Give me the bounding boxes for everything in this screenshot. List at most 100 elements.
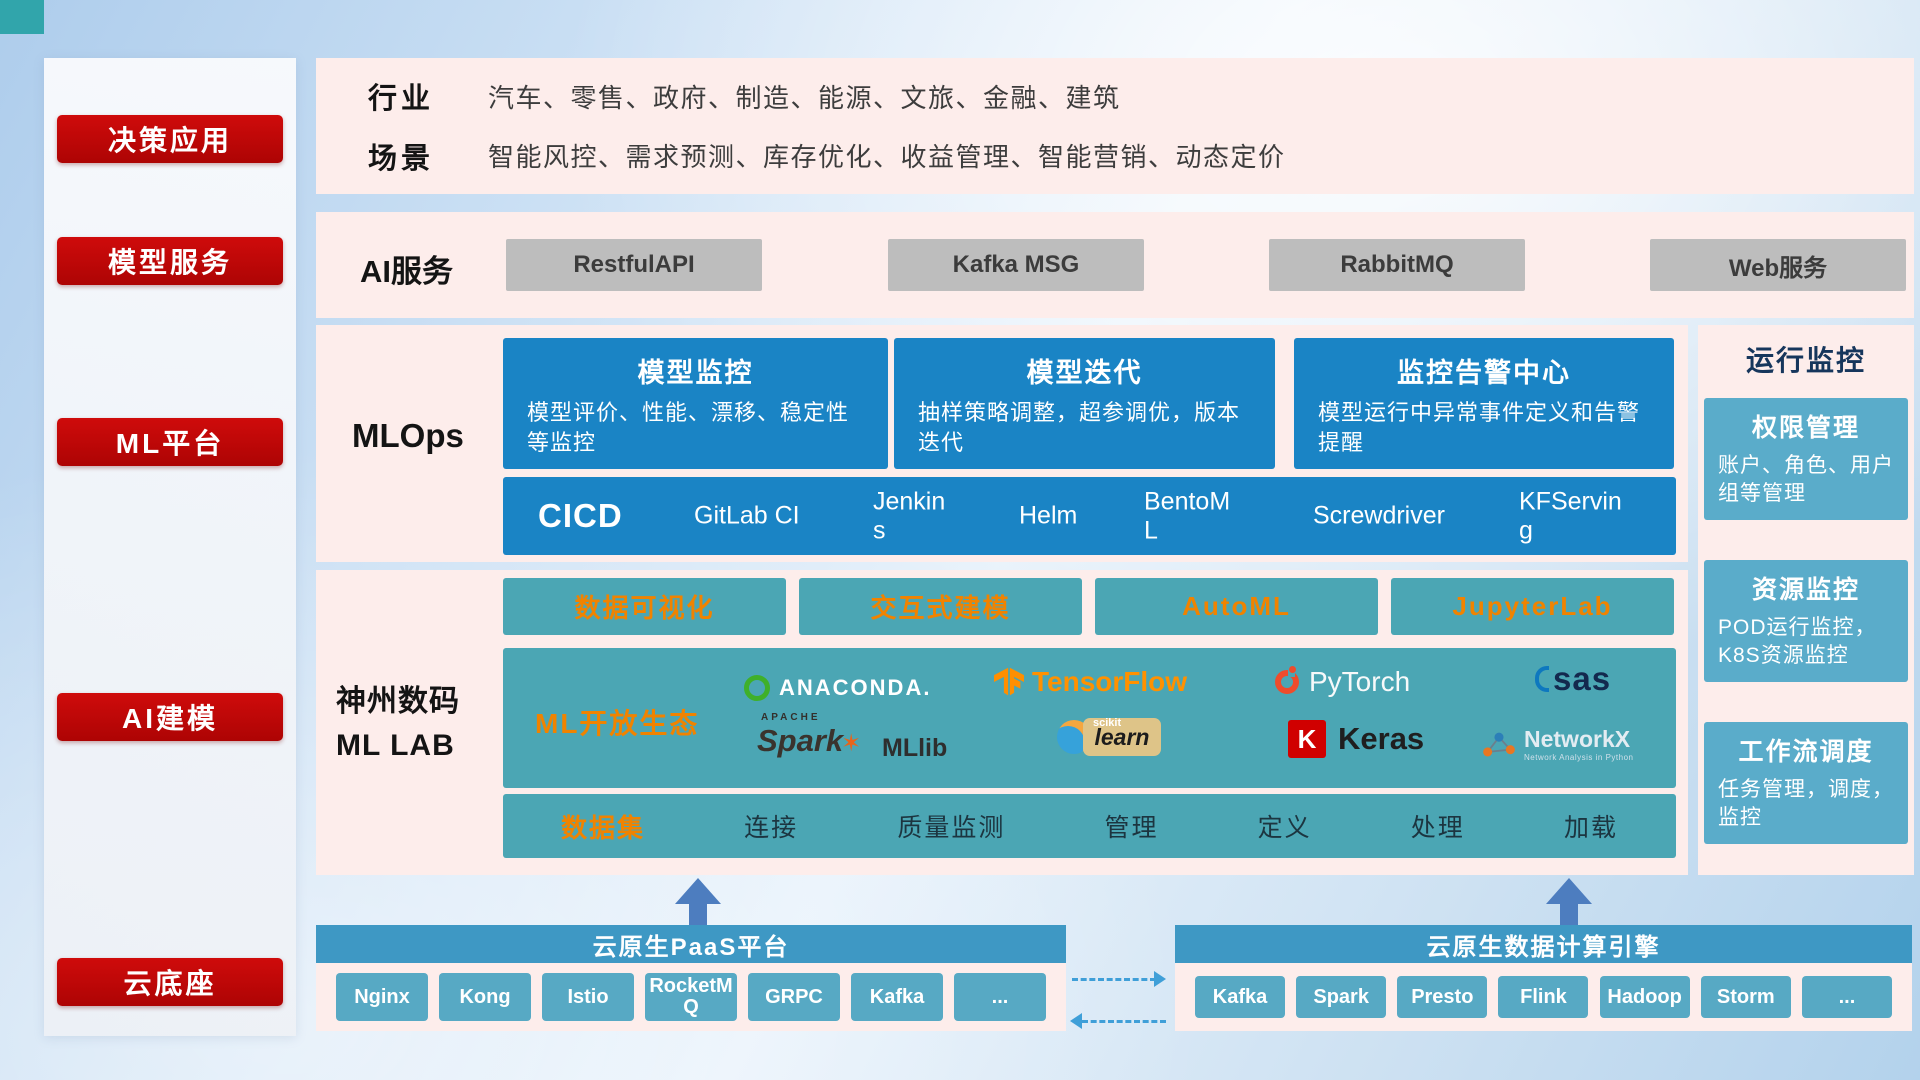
industry-label: 行业 xyxy=(368,83,435,116)
ecosystem-label: ML开放生态 xyxy=(535,708,700,739)
card-desc: 账户、角色、用户组等管理 xyxy=(1718,454,1894,506)
spark-logo: APACHE Spark ✶ xyxy=(757,712,861,759)
engine-chip-more: ... xyxy=(1801,976,1892,1018)
pytorch-logo: PyTorch xyxy=(1275,666,1410,698)
industry-scenario-panel: 行业 汽车、零售、政府、制造、能源、文旅、金融、建筑 场景 智能风控、需求预测、… xyxy=(316,58,1914,194)
category-model-service: 模型服务 xyxy=(57,237,283,285)
anaconda-wordmark: ANACONDA. xyxy=(779,675,932,700)
paas-chip-istio: Istio xyxy=(542,973,634,1021)
card-desc: 模型运行中异常事件定义和告警提醒 xyxy=(1318,400,1641,455)
engine-chip-hadoop: Hadoop xyxy=(1599,976,1690,1018)
learn-text: learn xyxy=(1094,723,1150,750)
tensorflow-logo: TensorFlow xyxy=(994,666,1187,698)
engine-chip-spark: Spark xyxy=(1296,976,1387,1018)
scenario-label: 场景 xyxy=(368,142,435,175)
kafka-msg-button: Kafka MSG xyxy=(888,239,1144,291)
engine-chip-kafka: Kafka xyxy=(1195,976,1285,1018)
spark-wordmark: Spark ✶ xyxy=(757,723,861,758)
cicd-item-helm: Helm xyxy=(1019,501,1078,530)
ml-lab-label-line1: 神州数码 xyxy=(336,685,460,718)
paas-chip-nginx: Nginx xyxy=(336,973,428,1021)
card-title: 权限管理 xyxy=(1751,414,1860,442)
category-decision-application: 决策应用 xyxy=(57,115,283,163)
networkx-icon xyxy=(1483,732,1515,757)
networkx-wordmark: NetworkX xyxy=(1524,726,1631,752)
workflow-scheduling-card: 工作流调度 任务管理，调度，监控 xyxy=(1704,722,1908,844)
dataset-pipeline-bar: 数据集 连接 质量监测 管理 定义 处理 加载 xyxy=(503,794,1676,858)
scikit-learn-badge: scikit learn xyxy=(1083,717,1161,756)
pytorch-icon xyxy=(1275,666,1299,694)
left-category-rail: 决策应用 模型服务 ML平台 AI建模 云底座 xyxy=(44,58,296,1036)
cicd-item-screwdriver: Screwdriver xyxy=(1313,501,1445,530)
mllib-wordmark: MLlib xyxy=(882,734,948,762)
tensorflow-wordmark: TensorFlow xyxy=(1032,666,1188,697)
arrow-head-left-icon xyxy=(1070,1013,1082,1029)
pipeline-quality: 质量监测 xyxy=(897,814,1006,842)
networkx-logo: NetworkX Network Analysis in Python xyxy=(1482,726,1634,762)
chip-data-visualization: 数据可视化 xyxy=(503,578,786,635)
runtime-monitor-title: 运行监控 xyxy=(1745,345,1866,376)
ml-lab-panel: 神州数码 ML LAB 数据可视化 交互式建模 AutoML JupyterLa… xyxy=(316,570,1688,875)
runtime-monitor-panel: 运行监控 权限管理 账户、角色、用户组等管理 资源监控 POD运行监控，K8S资… xyxy=(1698,325,1914,875)
pipeline-load: 加载 xyxy=(1563,814,1618,842)
engine-chip-storm: Storm xyxy=(1700,976,1791,1018)
alert-center-card: 监控告警中心 模型运行中异常事件定义和告警提醒 xyxy=(1294,338,1674,469)
pipeline-define: 定义 xyxy=(1257,814,1312,842)
card-title: 模型迭代 xyxy=(1026,358,1143,388)
spark-star-icon: ✶ xyxy=(841,730,862,757)
card-title: 监控告警中心 xyxy=(1397,358,1571,388)
tensorflow-icon xyxy=(994,667,1024,696)
arrow-head-right-icon xyxy=(1154,971,1166,987)
cicd-bar: CICD GitLab CI Jenkins Helm BentoML Scre… xyxy=(503,477,1676,555)
chip-jupyterlab: JupyterLab xyxy=(1391,578,1674,635)
ml-lab-label-line2: ML LAB xyxy=(336,729,455,762)
ai-service-label: AI服务 xyxy=(360,254,453,289)
anaconda-logo: ANACONDA. xyxy=(744,675,931,701)
cicd-item-jenkins: Jenkins xyxy=(873,487,946,544)
category-cloud-base: 云底座 xyxy=(57,958,283,1006)
anaconda-icon xyxy=(744,675,770,701)
cicd-item-kfserving: KFServing xyxy=(1519,487,1622,544)
scikit-text: scikit xyxy=(1093,717,1122,729)
up-arrow-icon xyxy=(1546,878,1592,925)
card-title: 资源监控 xyxy=(1751,576,1860,604)
model-monitoring-card: 模型监控 模型评价、性能、漂移、稳定性等监控 xyxy=(503,338,888,469)
chip-interactive-modeling: 交互式建模 xyxy=(799,578,1082,635)
engine-chip-flink: Flink xyxy=(1498,976,1589,1018)
networkx-text-block: NetworkX Network Analysis in Python xyxy=(1524,726,1634,762)
industry-list: 汽车、零售、政府、制造、能源、文旅、金融、建筑 xyxy=(488,82,1121,113)
category-ai-modeling: AI建模 xyxy=(57,693,283,741)
data-engine-bar: 云原生数据计算引擎 xyxy=(1175,925,1912,963)
pipeline-manage: 管理 xyxy=(1104,814,1159,842)
category-ml-platform: ML平台 xyxy=(57,418,283,466)
chip-automl: AutoML xyxy=(1095,578,1378,635)
card-title: 模型监控 xyxy=(637,358,754,388)
paas-chip-grpc: GRPC xyxy=(748,973,840,1021)
pipeline-connect: 连接 xyxy=(744,814,799,842)
paas-chip-strip: Nginx Kong Istio RocketMQ GRPC Kafka ... xyxy=(316,963,1066,1031)
card-desc: POD运行监控，K8S资源监控 xyxy=(1718,616,1877,668)
ml-open-ecosystem-box: ML开放生态 ANACONDA. TensorFlow PyTorch sas xyxy=(503,648,1676,788)
dataset-label: 数据集 xyxy=(561,812,646,843)
ml-lab-label: 神州数码 ML LAB xyxy=(336,680,460,768)
mlops-label: MLOps xyxy=(352,417,464,454)
paas-chip-more: ... xyxy=(954,973,1046,1021)
scenario-row: 场景 智能风控、需求预测、库存优化、收益管理、智能营销、动态定价 xyxy=(368,135,1914,177)
spark-text: Spark xyxy=(757,723,844,758)
ai-service-panel: AI服务 RestfulAPI Kafka MSG RabbitMQ Web服务 xyxy=(316,212,1914,318)
cicd-item-bentoml: BentoML xyxy=(1144,487,1231,544)
paas-platform-title: 云原生PaaS平台 xyxy=(592,933,790,961)
model-iteration-card: 模型迭代 抽样策略调整，超参调优，版本迭代 xyxy=(894,338,1275,469)
industry-row: 行业 汽车、零售、政府、制造、能源、文旅、金融、建筑 xyxy=(368,75,1914,117)
paas-chip-rocketmq: RocketMQ xyxy=(645,973,737,1021)
corner-accent xyxy=(0,0,44,34)
pytorch-wordmark: PyTorch xyxy=(1309,666,1411,697)
mlops-panel: MLOps 模型监控 模型评价、性能、漂移、稳定性等监控 模型迭代 抽样策略调整… xyxy=(316,325,1688,562)
permission-management-card: 权限管理 账户、角色、用户组等管理 xyxy=(1704,398,1908,520)
scikit-learn-logo: scikit learn xyxy=(1057,717,1161,756)
sas-icon xyxy=(1535,666,1549,692)
up-arrow-icon xyxy=(675,878,721,925)
apache-label: APACHE xyxy=(761,712,821,723)
rabbitmq-button: RabbitMQ xyxy=(1269,239,1525,291)
